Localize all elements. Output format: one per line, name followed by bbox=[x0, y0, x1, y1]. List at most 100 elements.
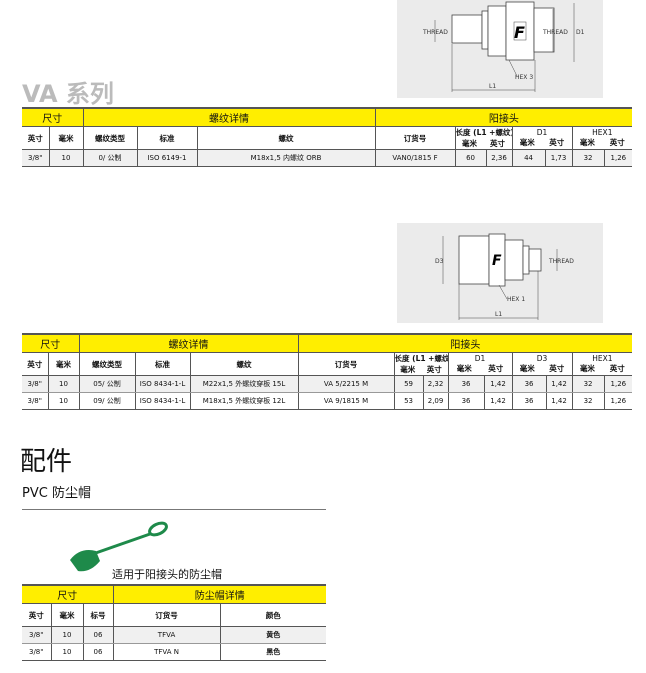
table-cell: 10 bbox=[48, 149, 83, 167]
table-cell: 颜色 bbox=[219, 603, 327, 627]
label: 英寸 bbox=[549, 138, 565, 147]
table-cell: 长度 (L1 +螺纹) 毫米 英寸 bbox=[393, 352, 449, 376]
table-cell: 螺纹 bbox=[189, 352, 299, 376]
table-cell: 06 bbox=[82, 626, 114, 644]
divider bbox=[22, 509, 326, 510]
accessories-title: 配件 bbox=[20, 447, 73, 477]
label: 毫米 bbox=[519, 138, 535, 147]
table-cell: 10 bbox=[50, 643, 83, 661]
table-cell: 32 bbox=[571, 375, 605, 393]
table-cell: 0/ 公制 bbox=[82, 149, 137, 167]
label: D1 bbox=[536, 128, 548, 137]
table-cell: 阳接头 bbox=[297, 333, 633, 353]
table-cell: 1,26 bbox=[603, 149, 633, 167]
label: 毫米 英寸 bbox=[513, 137, 572, 148]
label: THREAD bbox=[548, 258, 574, 265]
product-drawing-female: F THREAD THREAD D1 HEX 3 L1 bbox=[397, 0, 603, 98]
table-cell: 1,26 bbox=[603, 375, 633, 393]
label: 英寸 bbox=[488, 364, 504, 373]
table-cell: 09/ 公制 bbox=[78, 392, 135, 410]
table-cell: 1,73 bbox=[544, 149, 573, 167]
label: 英寸 bbox=[426, 365, 442, 374]
table-cell: 订货号 bbox=[297, 352, 395, 376]
table-cell: VA 5/2215 M bbox=[297, 375, 395, 393]
table-cell: TFVA bbox=[112, 626, 221, 644]
table-cell: 10 bbox=[50, 626, 83, 644]
dust-cap-image bbox=[70, 521, 168, 572]
group-male: 阳接头 bbox=[374, 107, 633, 127]
label: THREAD bbox=[422, 29, 448, 36]
series-title: VA 系列 bbox=[22, 80, 114, 108]
table-cell: 44 bbox=[511, 149, 546, 167]
label: D1 bbox=[474, 354, 486, 363]
table-cell: 10 bbox=[47, 375, 79, 393]
table-cell: 1,42 bbox=[483, 392, 513, 410]
table-cell: 标准 bbox=[134, 352, 190, 376]
label: 毫米 英寸 bbox=[449, 363, 512, 374]
label: 毫米 bbox=[456, 364, 472, 373]
table-cell: 尺寸 bbox=[22, 584, 114, 604]
label: HEX 1 bbox=[507, 296, 525, 303]
table-va-male: 尺寸螺纹详情阳接头 英寸毫米螺纹类型标准螺纹订货号 长度 (L1 +螺纹)毫米英… bbox=[22, 333, 633, 410]
table-cell: ISO 6149-1 bbox=[136, 149, 197, 167]
label: 毫米英寸 bbox=[573, 137, 632, 148]
label: 毫米 英寸 bbox=[395, 364, 448, 375]
table-cell: 36 bbox=[511, 375, 547, 393]
table-cell: 英寸 bbox=[22, 126, 49, 150]
table-cell: 3/8" bbox=[22, 643, 51, 661]
product-drawing-male: F D3 THREAD HEX 1 L1 bbox=[397, 223, 603, 323]
table-cell: 3/8" bbox=[22, 375, 48, 393]
table-cell: 32 bbox=[571, 392, 605, 410]
table-cell: 1,26 bbox=[603, 392, 633, 410]
table-cell: TFVA N bbox=[112, 643, 221, 661]
table-cell: 36 bbox=[511, 392, 547, 410]
label: 毫米 bbox=[462, 139, 478, 148]
table-cell: 毫米 bbox=[50, 603, 83, 627]
label: D3 bbox=[536, 354, 548, 363]
table-cell: 订货号 bbox=[112, 603, 221, 627]
table-cell: 3/8" bbox=[22, 626, 51, 644]
label: L1 bbox=[495, 311, 502, 318]
table-cell: 毫米 bbox=[48, 126, 83, 150]
table-cell: 32 bbox=[571, 149, 605, 167]
table-cell: 尺寸 bbox=[22, 333, 79, 353]
table-cell: ISO 8434-1-L bbox=[134, 392, 190, 410]
label: 长度 (L1 +螺纹) bbox=[394, 354, 449, 363]
table-va-female: 尺寸螺纹详情阳接头 英寸毫米螺纹类型标准螺纹订货号 长度 (L1 +螺纹)毫米英… bbox=[22, 107, 633, 167]
label: 英寸 bbox=[490, 139, 506, 148]
table-cell: 1,42 bbox=[545, 392, 573, 410]
label: HEX 3 bbox=[515, 74, 533, 81]
table-cell: M18x1,5 内螺纹 ORB bbox=[196, 149, 376, 167]
table-cell: 防尘帽详情 bbox=[112, 584, 327, 604]
table-cell: 螺纹类型 bbox=[82, 126, 137, 150]
label: HEX1 bbox=[592, 128, 613, 137]
table-cell: 订货号 bbox=[374, 126, 456, 150]
label: HEX1 bbox=[592, 354, 613, 363]
table-cell: 2,09 bbox=[422, 392, 449, 410]
table-cell: 2,36 bbox=[485, 149, 513, 167]
table-cell: M22x1,5 外螺纹穿板 15L bbox=[189, 375, 299, 393]
label: 长度 (L1 +螺纹) bbox=[455, 128, 513, 137]
label: 英寸 bbox=[609, 138, 625, 147]
table-cell: 53 bbox=[393, 392, 424, 410]
label: F bbox=[492, 253, 502, 269]
table-cell: 螺纹 bbox=[196, 126, 376, 150]
table-cell: 1,42 bbox=[545, 375, 573, 393]
label: 毫米英寸 bbox=[573, 363, 632, 374]
table-cell: ISO 8434-1-L bbox=[134, 375, 190, 393]
group-thread: 螺纹详情 bbox=[82, 107, 376, 127]
table-cell: 36 bbox=[447, 392, 485, 410]
table-cell: 毫米 bbox=[47, 352, 79, 376]
label: 英寸 bbox=[549, 364, 565, 373]
label: D1 bbox=[576, 29, 585, 36]
table-cell: 长度 (L1 +螺纹) 毫米 英寸 bbox=[454, 126, 513, 150]
label: 毫米 bbox=[400, 365, 416, 374]
table-cell: 1,42 bbox=[483, 375, 513, 393]
